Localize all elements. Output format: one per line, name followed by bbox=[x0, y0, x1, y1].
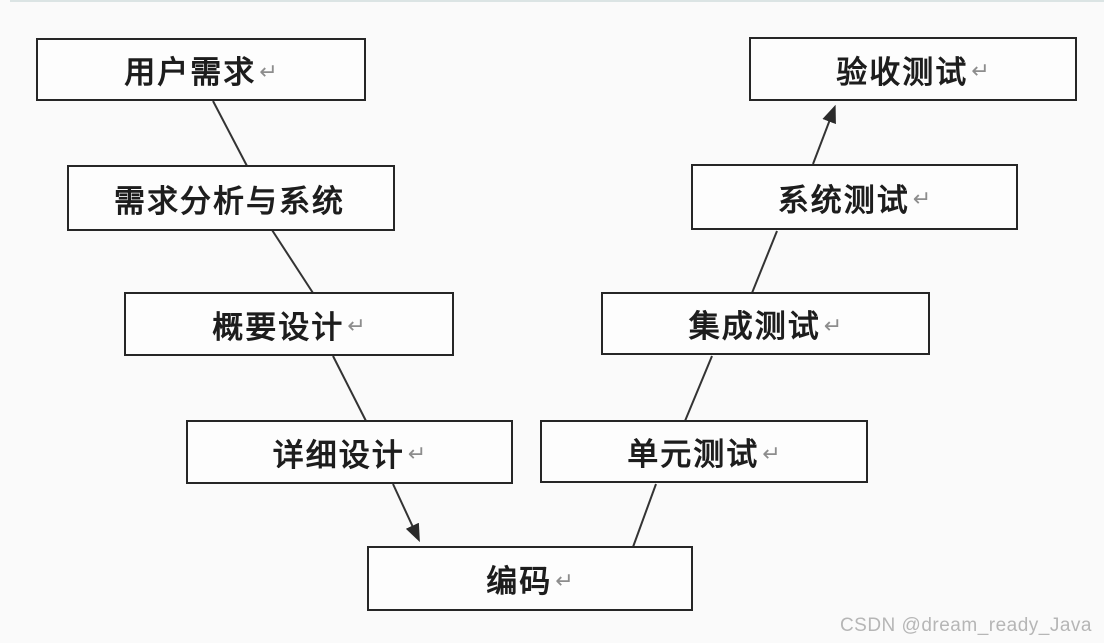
node-integration-testing-label: 集成测试 bbox=[688, 309, 821, 344]
node-coding: 编码↵ bbox=[367, 546, 693, 611]
edge-user-requirements-to-requirements-analysis bbox=[212, 100, 248, 167]
return-mark-icon: ↵ bbox=[912, 186, 932, 211]
node-unit-testing: 单元测试↵ bbox=[540, 420, 868, 483]
node-high-level-design: 概要设计↵ bbox=[124, 292, 454, 356]
node-acceptance-testing-label: 验收测试 bbox=[836, 54, 969, 90]
return-mark-icon: ↵ bbox=[555, 567, 574, 593]
return-mark-icon: ↵ bbox=[762, 440, 781, 466]
node-high-level-design-label: 概要设计 bbox=[212, 309, 345, 345]
node-acceptance-testing: 验收测试↵ bbox=[749, 37, 1077, 101]
csdn-watermark: CSDN @dream_ready_Java bbox=[839, 615, 1092, 636]
node-unit-testing-label: 单元测试 bbox=[627, 437, 760, 472]
node-requirements-analysis-label: 需求分析与系统 bbox=[114, 183, 345, 219]
edge-integration-testing-to-system-testing bbox=[751, 230, 778, 294]
node-requirements-analysis: 需求分析与系统 bbox=[67, 165, 395, 231]
node-coding-label: 编码 bbox=[486, 564, 553, 599]
node-system-testing: 系统测试↵ bbox=[691, 164, 1018, 230]
edge-requirements-analysis-to-high-level-design bbox=[271, 229, 314, 294]
node-integration-testing: 集成测试↵ bbox=[601, 292, 930, 355]
edge-unit-testing-to-integration-testing bbox=[684, 355, 713, 422]
return-mark-icon: ↵ bbox=[971, 58, 990, 83]
return-mark-icon: ↵ bbox=[823, 312, 843, 338]
return-mark-icon: ↵ bbox=[407, 441, 427, 466]
edge-coding-to-unit-testing bbox=[632, 483, 657, 548]
node-user-requirements-label: 用户需求 bbox=[124, 55, 257, 90]
edge-detailed-design-to-coding-arrow bbox=[392, 483, 420, 543]
edge-system-testing-to-acceptance-testing-arrow bbox=[812, 104, 836, 165]
edge-high-level-design-to-detailed-design bbox=[332, 355, 367, 422]
top-edge-artifact bbox=[10, 0, 1104, 2]
node-detailed-design-label: 详细设计 bbox=[272, 437, 405, 473]
node-user-requirements: 用户需求↵ bbox=[36, 38, 366, 101]
node-system-testing-label: 系统测试 bbox=[777, 182, 910, 218]
return-mark-icon: ↵ bbox=[259, 58, 278, 84]
return-mark-icon: ↵ bbox=[347, 313, 366, 338]
node-detailed-design: 详细设计↵ bbox=[186, 420, 513, 484]
